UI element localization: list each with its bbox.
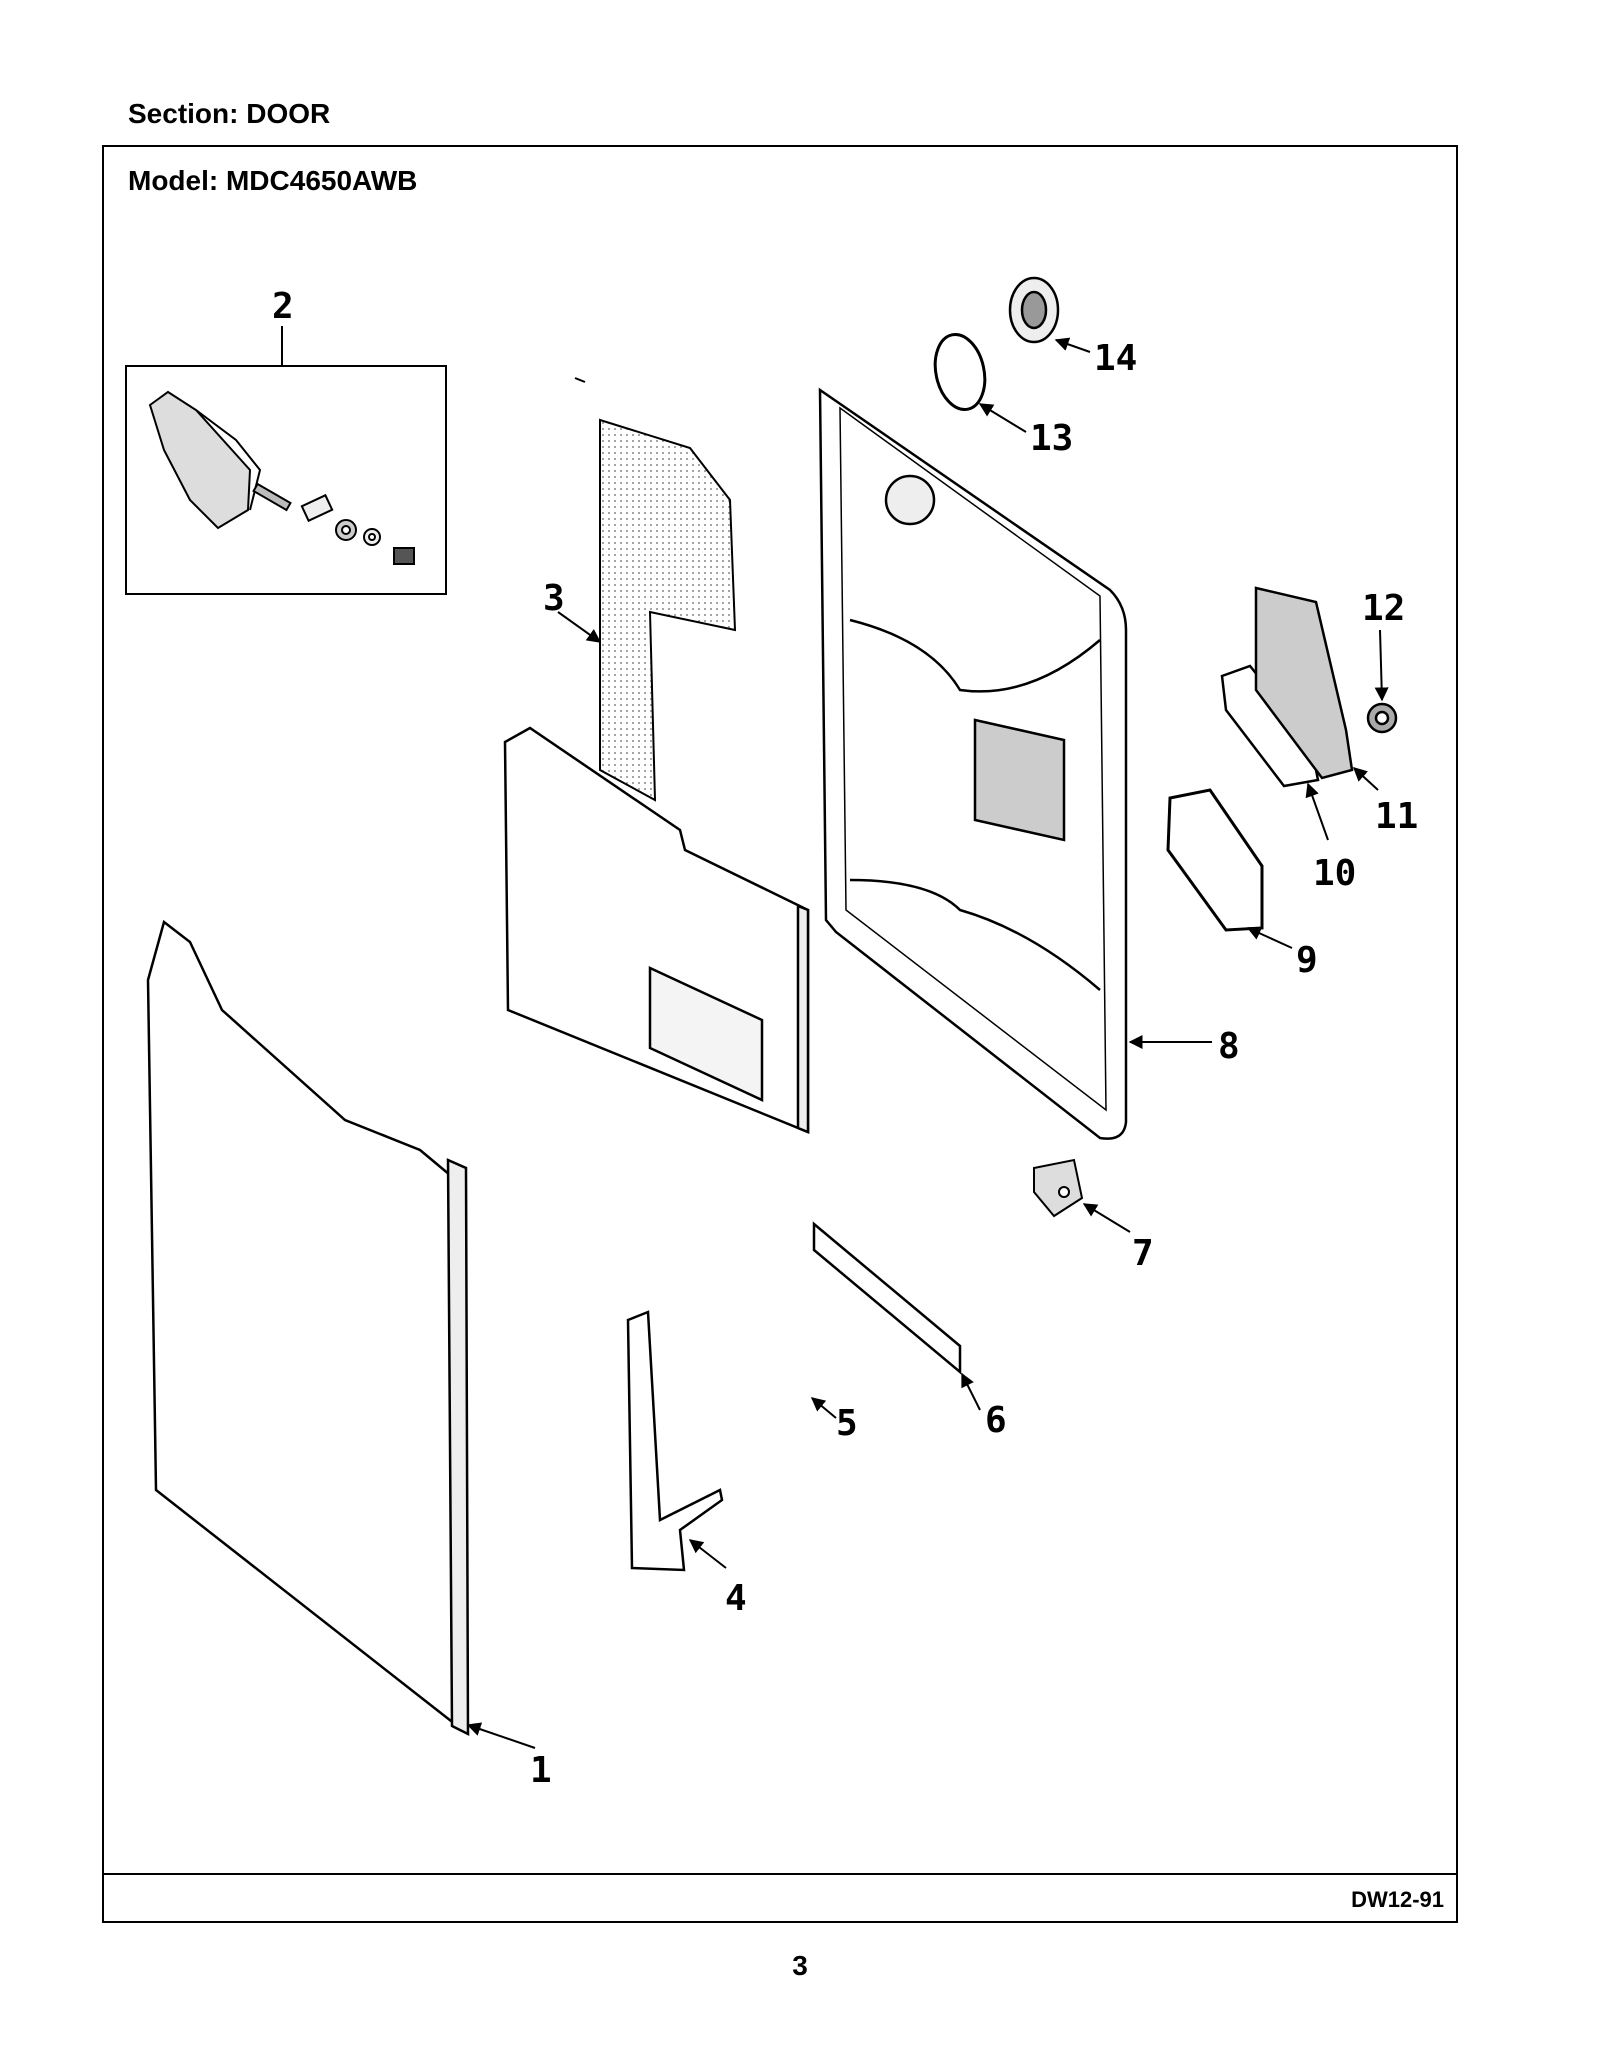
callout-7: 7 bbox=[1132, 1233, 1154, 1274]
callout-9: 9 bbox=[1296, 940, 1318, 981]
page-number: 3 bbox=[792, 1950, 808, 1981]
callout-1: 1 bbox=[530, 1750, 552, 1791]
part-8-inner-door-liner bbox=[818, 387, 1128, 1140]
diagram-frame: Model: MDC4650AWB DW12-91 bbox=[102, 145, 1458, 1923]
part-13-ring bbox=[933, 332, 987, 412]
part-10-dispenser-cover bbox=[1220, 664, 1320, 788]
callout-8: 8 bbox=[1218, 1026, 1240, 1067]
callout-4: 4 bbox=[725, 1578, 747, 1619]
callout-5: 5 bbox=[836, 1403, 858, 1444]
footer-divider bbox=[104, 1873, 1456, 1875]
leader-lines bbox=[466, 337, 1389, 1749]
callout-11: 11 bbox=[1375, 796, 1418, 837]
part-5-outer-door-panel bbox=[503, 726, 810, 1134]
part-2-latch-assembly bbox=[125, 326, 447, 595]
part-6-trim-strip bbox=[812, 1221, 962, 1375]
diagram-code: DW12-91 bbox=[1351, 1887, 1444, 1912]
part-12-knob bbox=[1366, 702, 1398, 734]
callout-labels: 1 2 3 4 5 6 7 8 9 10 11 12 13 14 bbox=[272, 286, 1418, 1791]
part-9-gasket bbox=[1166, 788, 1264, 932]
callout-12: 12 bbox=[1362, 588, 1405, 629]
callout-2: 2 bbox=[272, 286, 294, 327]
part-3-insulation bbox=[574, 377, 737, 802]
callout-13: 13 bbox=[1030, 418, 1073, 459]
part-11-dispenser bbox=[1254, 586, 1354, 780]
part-1-door-panel bbox=[146, 919, 470, 1737]
part-14-vent-cap bbox=[1008, 276, 1060, 344]
section-title: Section: DOOR bbox=[128, 98, 331, 129]
callout-14: 14 bbox=[1094, 338, 1137, 379]
model-title: Model: MDC4650AWB bbox=[128, 165, 418, 196]
part-7-hinge-bracket bbox=[1033, 1158, 1084, 1218]
callout-10: 10 bbox=[1313, 853, 1356, 894]
part-4-bracket bbox=[626, 1310, 724, 1572]
callout-3: 3 bbox=[543, 578, 565, 619]
callout-6: 6 bbox=[985, 1400, 1007, 1441]
